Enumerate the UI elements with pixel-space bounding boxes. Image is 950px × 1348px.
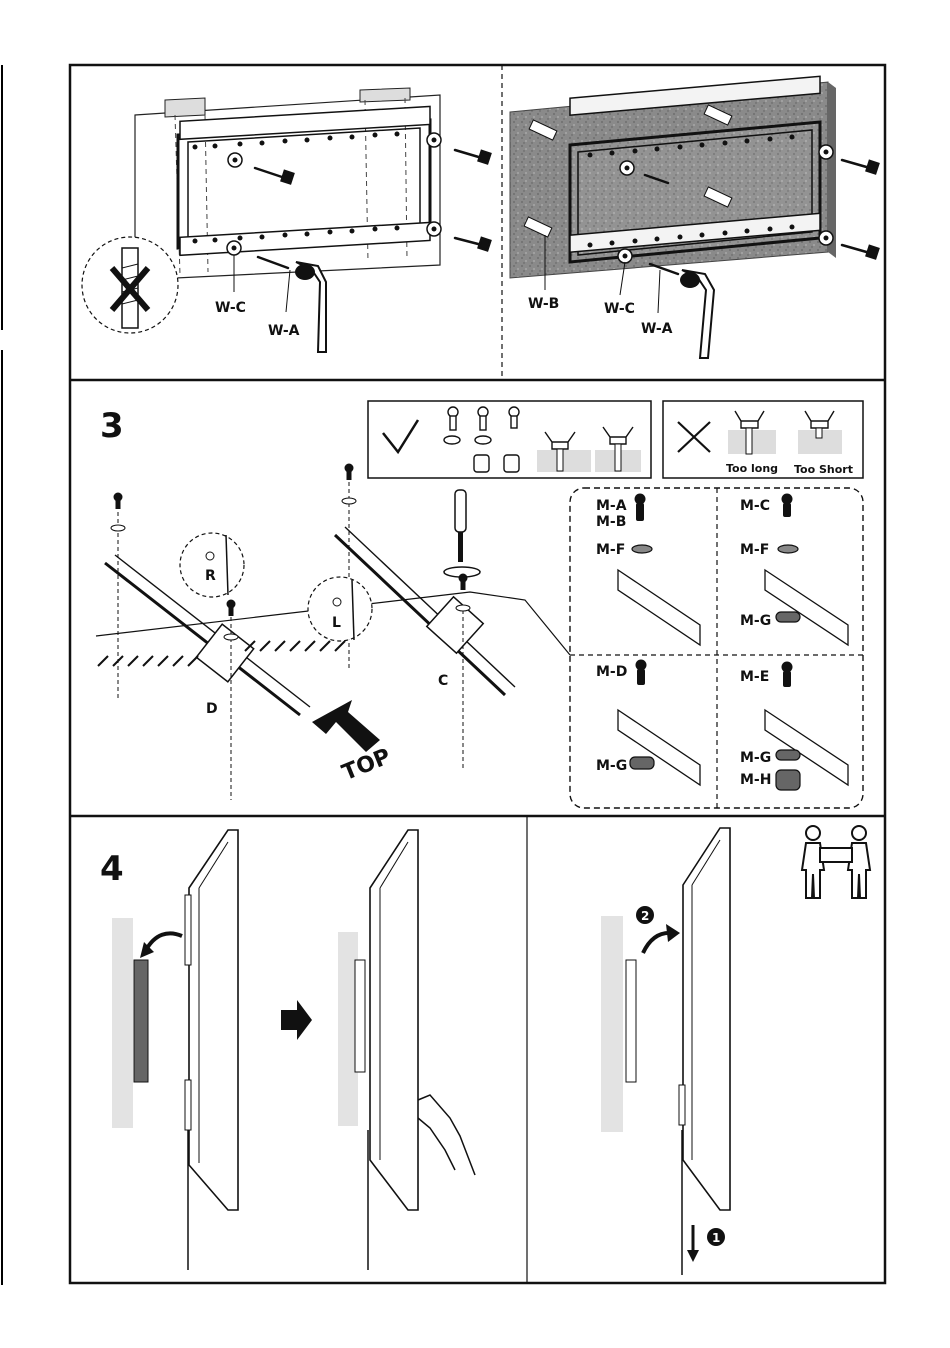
label-too-short: Too Short bbox=[794, 463, 853, 476]
label-too-long: Too long bbox=[726, 462, 778, 475]
tv-side-view bbox=[679, 828, 730, 1275]
no-anchor-callout bbox=[82, 237, 178, 333]
step-number-3: 3 bbox=[100, 406, 124, 446]
label-m-g: M-G bbox=[596, 758, 627, 774]
top-arrow-icon bbox=[312, 700, 380, 752]
hook-arrow-icon bbox=[146, 933, 182, 950]
wall-section bbox=[112, 918, 133, 1128]
arrowhead bbox=[666, 924, 680, 942]
label-m-g: M-G bbox=[740, 613, 771, 629]
label-w-a: W-A bbox=[268, 323, 300, 339]
label-m-b: M-B bbox=[596, 514, 626, 530]
label-m-h: M-H bbox=[740, 772, 771, 788]
label-m-g: M-G bbox=[740, 750, 771, 766]
tv-side-view bbox=[368, 830, 418, 1270]
label-w-a: W-A bbox=[641, 321, 673, 337]
leader-line bbox=[658, 270, 660, 313]
step-one-label: 1 bbox=[712, 1231, 720, 1245]
label-w-b: W-B bbox=[528, 296, 559, 312]
label-m-d: M-D bbox=[596, 664, 627, 680]
label-m-f: M-F bbox=[596, 542, 625, 558]
label-l: L bbox=[332, 615, 341, 631]
arrowhead bbox=[687, 1250, 699, 1262]
screw-path-lines bbox=[118, 475, 463, 800]
wood-stud-illustration bbox=[135, 88, 440, 280]
label-m-a: M-A bbox=[596, 498, 627, 514]
rail-r-callout bbox=[180, 533, 244, 597]
screwdriver-icon bbox=[444, 490, 480, 577]
two-person-lift-icon bbox=[802, 826, 870, 898]
correct-hardware-box bbox=[368, 401, 651, 478]
label-m-e: M-E bbox=[740, 669, 769, 685]
leader-line bbox=[286, 270, 290, 312]
label-w-c: W-C bbox=[215, 300, 246, 316]
next-arrow-icon bbox=[281, 1000, 312, 1040]
tv-side-view bbox=[185, 830, 238, 1270]
label-d: D bbox=[206, 701, 218, 717]
wall-plate bbox=[134, 960, 148, 1082]
wall-section bbox=[601, 916, 623, 1132]
wrench-icon bbox=[680, 270, 714, 358]
masonry-wall-illustration bbox=[510, 76, 836, 278]
wall-plate bbox=[355, 960, 365, 1072]
wall-plate bbox=[626, 960, 636, 1082]
rail-l-callout bbox=[308, 577, 372, 641]
label-m-f: M-F bbox=[740, 542, 769, 558]
step-number-4: 4 bbox=[100, 849, 124, 889]
label-w-c: W-C bbox=[604, 301, 635, 317]
label-c: C bbox=[438, 673, 448, 689]
label-r: R bbox=[205, 568, 216, 584]
step-two-label: 2 bbox=[641, 909, 649, 923]
label-m-c: M-C bbox=[740, 498, 770, 514]
hand-icon bbox=[418, 1095, 475, 1175]
wrench-icon bbox=[295, 262, 326, 352]
